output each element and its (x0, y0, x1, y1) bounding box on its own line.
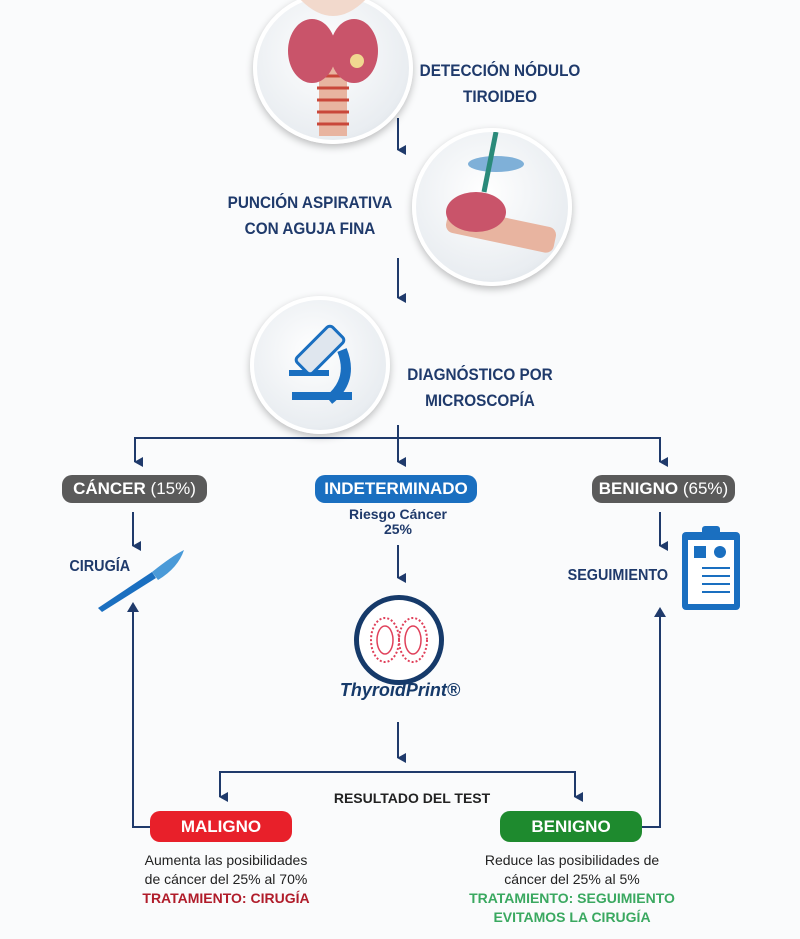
step-line: PUNCIÓN ASPIRATIVA (227, 193, 393, 212)
indeterminate-pill: INDETERMINADO (315, 475, 477, 503)
cancer-label: CÁNCER (73, 479, 146, 498)
microscope-illustration (250, 296, 390, 434)
thyroidprint-brand: ThyroidPrint® (339, 680, 461, 700)
benign-desc: Reduce las posibilidades de (484, 852, 660, 868)
needle-icon (445, 131, 557, 253)
test-result-label: RESULTADO DEL TEST (333, 790, 491, 806)
thyroid-fingerprint-icon (370, 617, 428, 663)
step-diagnosis: DIAGNÓSTICO POR MICROSCOPÍA (395, 362, 566, 414)
benign-treatment: TRATAMIENTO: SEGUIMIENTO (469, 890, 675, 906)
surgery-label: CIRUGÍA (69, 558, 131, 575)
malignant-pill: MALIGNO (150, 811, 292, 842)
step-line: CON AGUJA FINA (244, 219, 376, 238)
malignant-desc: de cáncer del 25% al 70% (144, 871, 308, 887)
risk-line: Riesgo Cáncer (348, 506, 448, 522)
step-line: DIAGNÓSTICO POR (407, 365, 553, 384)
malignant-label: MALIGNO (180, 817, 262, 836)
thyroid-illustration (253, 0, 413, 144)
step-detection: DETECCIÓN NÓDULO TIROIDEO (410, 58, 590, 110)
clipboard-icon (682, 526, 740, 610)
benign-pill: BENIGNO (65%) (592, 475, 735, 503)
thyroidprint-logo (354, 595, 444, 685)
followup-label: SEGUIMIENTO (567, 567, 669, 584)
thyroid-icon (288, 0, 378, 136)
malignant-desc: Aumenta las posibilidades (144, 852, 308, 868)
benign-desc: cáncer del 25% al 5% (504, 871, 640, 887)
indeterminate-label: INDETERMINADO (324, 479, 468, 498)
test-benign-pill: BENIGNO (500, 811, 642, 842)
cancer-pct: (15%) (150, 479, 196, 498)
puncture-illustration (412, 128, 572, 286)
cancer-pill: CÁNCER (15%) (62, 475, 207, 503)
benign-pct: (65%) (682, 479, 729, 498)
malignant-treatment: TRATAMIENTO: CIRUGÍA (142, 890, 310, 906)
step-line: MICROSCOPÍA (425, 391, 535, 410)
step-line: DETECCIÓN NÓDULO (419, 61, 581, 80)
scalpel-icon (98, 550, 184, 612)
risk-line: 25% (383, 521, 413, 537)
step-line: TIROIDEO (463, 87, 537, 106)
benign-label: BENIGNO (598, 479, 679, 498)
benign-treatment: EVITAMOS LA CIRUGÍA (493, 909, 651, 925)
test-benign-label: BENIGNO (531, 817, 611, 836)
risk-text: Riesgo Cáncer 25% (318, 507, 478, 537)
malignant-info: Aumenta las posibilidades de cáncer del … (106, 851, 346, 908)
step-puncture: PUNCIÓN ASPIRATIVA CON AGUJA FINA (211, 190, 409, 242)
benign-info: Reduce las posibilidades de cáncer del 2… (442, 851, 702, 927)
microscope-icon (289, 324, 352, 404)
